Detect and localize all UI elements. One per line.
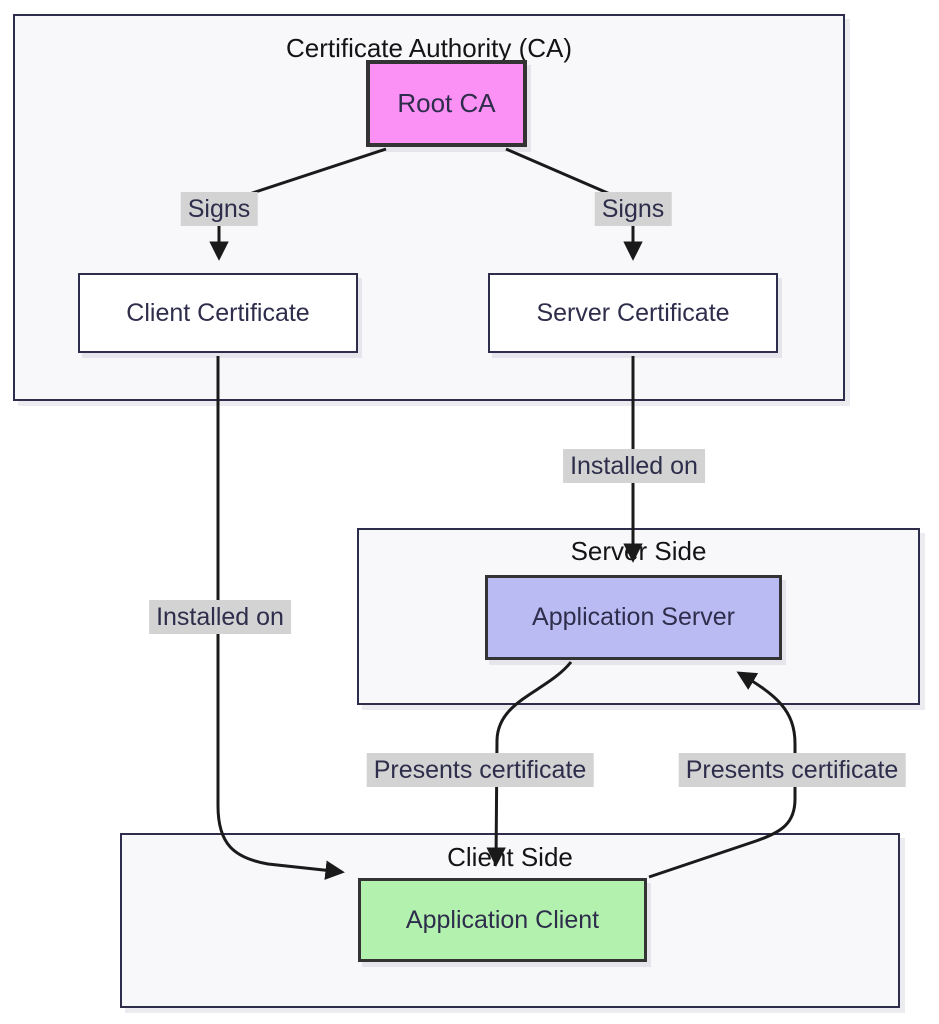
application-client-node-label: Application Client: [405, 905, 600, 934]
client-side-cluster-title: Client Side: [447, 842, 573, 872]
edge-label-signs-left: Signs: [180, 192, 258, 226]
server-certificate-node: Server Certificate: [488, 273, 778, 353]
edge-label-installed-on-server: Installed on: [563, 449, 705, 483]
ca-cluster-title: Certificate Authority (CA): [285, 33, 573, 63]
server-side-cluster-title: Server Side: [570, 536, 707, 566]
edge-label-installed-on-client: Installed on: [149, 600, 291, 634]
client-certificate-node-label: Client Certificate: [126, 298, 310, 327]
root-ca-node: Root CA: [366, 60, 527, 147]
application-client-node: Application Client: [358, 878, 647, 962]
client-certificate-node: Client Certificate: [78, 273, 358, 353]
edge-label-presents-certificate-left: Presents certificate: [366, 753, 594, 787]
edge-label-signs-right: Signs: [594, 192, 672, 226]
root-ca-node-label: Root CA: [397, 88, 496, 118]
application-server-node: Application Server: [485, 575, 782, 660]
application-server-node-label: Application Server: [532, 603, 735, 631]
edge-label-presents-certificate-right: Presents certificate: [678, 753, 906, 787]
server-certificate-node-label: Server Certificate: [536, 298, 730, 327]
